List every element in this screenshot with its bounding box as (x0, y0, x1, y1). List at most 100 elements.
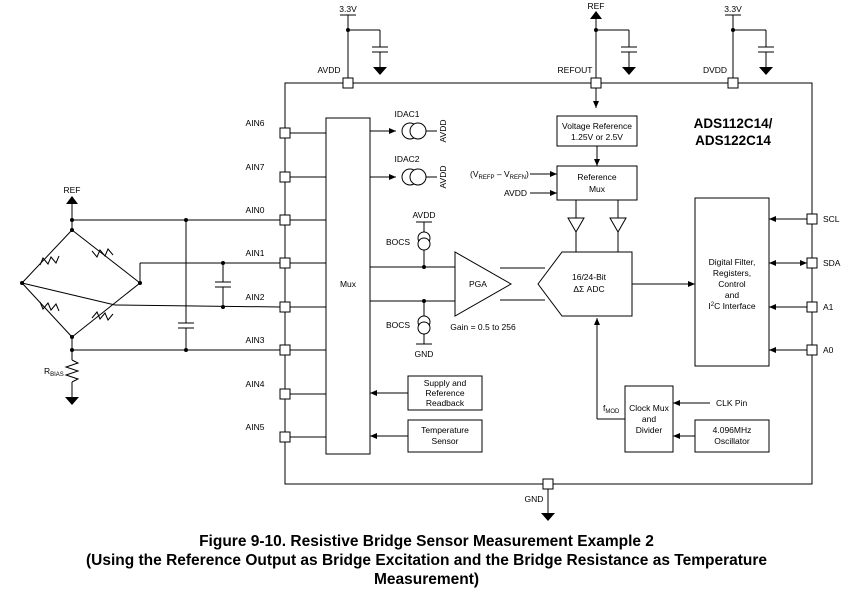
figure-caption: Figure 9-10. Resistive Bridge Sensor Mea… (0, 532, 853, 589)
bocs-bottom-label: BOCS (386, 320, 410, 330)
pin-dvdd-label: DVDD (703, 65, 727, 75)
pin-ain5 (279, 431, 291, 443)
current-source-icon (409, 168, 427, 186)
bocs-top-supply-label: AVDD (413, 210, 436, 220)
resistor-icon (91, 248, 114, 258)
pin-refout (590, 77, 602, 89)
resistor-icon (39, 255, 60, 266)
dvdd-rail-label: 3.3V (724, 4, 742, 14)
ground-symbol (759, 67, 773, 75)
supply-readback-line3: Readback (426, 398, 465, 408)
pin-ain1 (279, 257, 291, 269)
pin-ain4-label: AIN4 (246, 379, 265, 389)
temperature-sensor-block (407, 419, 483, 453)
osc-label-line2: Oscillator (714, 436, 750, 446)
pin-ain0 (279, 214, 291, 226)
pga-block (454, 251, 513, 317)
osc-label-line1: 4.096MHz (713, 425, 752, 435)
ref-arrow (590, 11, 602, 19)
voltage-reference-block (556, 115, 638, 147)
digital-label-line5: I2C Interface (708, 301, 756, 311)
dvdd-supply: 3.3V DVDD (703, 4, 774, 89)
adc-label-line2: ΔΣ ADC (573, 284, 604, 294)
supply-readback-line1: Supply and (424, 378, 467, 388)
pin-ain6 (279, 127, 291, 139)
pin-ain2 (279, 301, 291, 313)
ground-symbol (373, 67, 387, 75)
pin-ain0-label: AIN0 (246, 205, 265, 215)
supply-readback-block (407, 375, 483, 411)
pin-refout-label: REFOUT (558, 65, 593, 75)
left-pins: AIN6 AIN7 AIN0 AIN1 AIN2 AIN3 AIN4 AIN5 (246, 118, 326, 443)
bocs-bottom: GND BOCS (386, 301, 433, 359)
vref-label-line2: 1.25V or 2.5V (571, 132, 623, 142)
bridge-ref-arrow (66, 196, 78, 204)
mux-block (325, 117, 371, 455)
pin-avdd (342, 77, 354, 89)
bridge-ref-label: REF (64, 185, 81, 195)
clkmux-label-line3: Divider (636, 425, 663, 435)
ref-buffer-n (609, 217, 627, 234)
pin-ain6-label: AIN6 (246, 118, 265, 128)
avdd-rail-label: 3.3V (339, 4, 357, 14)
pin-ain1-label: AIN1 (246, 248, 265, 258)
caption-line1: Figure 9-10. Resistive Bridge Sensor Mea… (199, 533, 654, 550)
ref-buffer-p (567, 217, 585, 234)
current-source-icon (409, 122, 427, 140)
pin-ain7-label: AIN7 (246, 162, 265, 172)
adc-label-line1: 16/24-Bit (572, 272, 607, 282)
ground-symbol (541, 513, 555, 521)
block-diagram: ADS112C14/ ADS122C14 3.3V AVDD REF REFOU… (20, 1, 841, 521)
pin-dvdd (727, 77, 739, 89)
external-bridge: REF (20, 185, 281, 405)
pin-ain4 (279, 388, 291, 400)
pin-a0-label: A0 (823, 345, 834, 355)
idac1: IDAC1 AVDD (370, 109, 448, 143)
idac1-supply-label: AVDD (438, 120, 448, 143)
temp-sensor-line1: Temperature (421, 425, 469, 435)
ground-symbol (622, 67, 636, 75)
ref-rail-label: REF (588, 1, 605, 11)
pin-ain3-label: AIN3 (246, 335, 265, 345)
idac2-label: IDAC2 (394, 154, 419, 164)
avdd-supply: 3.3V AVDD (318, 4, 388, 89)
pin-a0 (806, 344, 818, 356)
chip-name-line1: ADS112C14/ (694, 116, 773, 131)
refout-supply: REF REFOUT (558, 1, 637, 108)
fmod-label: fMOD (603, 403, 620, 415)
pin-gnd (542, 478, 554, 490)
pga-gain-label: Gain = 0.5 to 256 (450, 322, 516, 332)
resistor-icon (64, 359, 80, 383)
refmux-avdd-input-label: AVDD (504, 188, 527, 198)
digital-label-line2: Registers, (713, 268, 751, 278)
refmux-label-line1: Reference (577, 172, 616, 182)
clkmux-label-line2: and (642, 414, 656, 424)
bocs-bottom-gnd-label: GND (415, 349, 434, 359)
pin-a1-label: A1 (823, 302, 834, 312)
ground-symbol (65, 397, 79, 405)
refmux-label-line2: Mux (589, 184, 606, 194)
pin-ain5-label: AIN5 (246, 422, 265, 432)
bocs-top-label: BOCS (386, 237, 410, 247)
caption-line2: (Using the Reference Output as Bridge Ex… (85, 552, 768, 569)
clkmux-label-line1: Clock Mux (629, 403, 669, 413)
reference-mux-block (556, 165, 638, 201)
bocs-top: AVDD BOCS (386, 210, 436, 267)
chip-name-line2: ADS122C14 (695, 133, 771, 148)
oscillator-block (694, 419, 770, 453)
gnd-pin-group: GND (525, 478, 555, 521)
current-source-icon (417, 237, 431, 251)
pin-ain3 (279, 344, 291, 356)
pga-label: PGA (469, 279, 487, 289)
caption-line3: Measurement) (373, 571, 480, 588)
pin-scl (806, 213, 818, 225)
pin-sda-label: SDA (823, 258, 841, 268)
pin-gnd-label: GND (525, 494, 544, 504)
digital-label-line3: Control (718, 279, 746, 289)
clk-pin-label: CLK Pin (716, 398, 747, 408)
digital-label-line1: Digital Filter, (709, 257, 756, 267)
clock-mux-block (624, 385, 674, 453)
resistor-icon (39, 301, 60, 312)
pin-sda (806, 257, 818, 269)
vref-label-line1: Voltage Reference (562, 121, 632, 131)
